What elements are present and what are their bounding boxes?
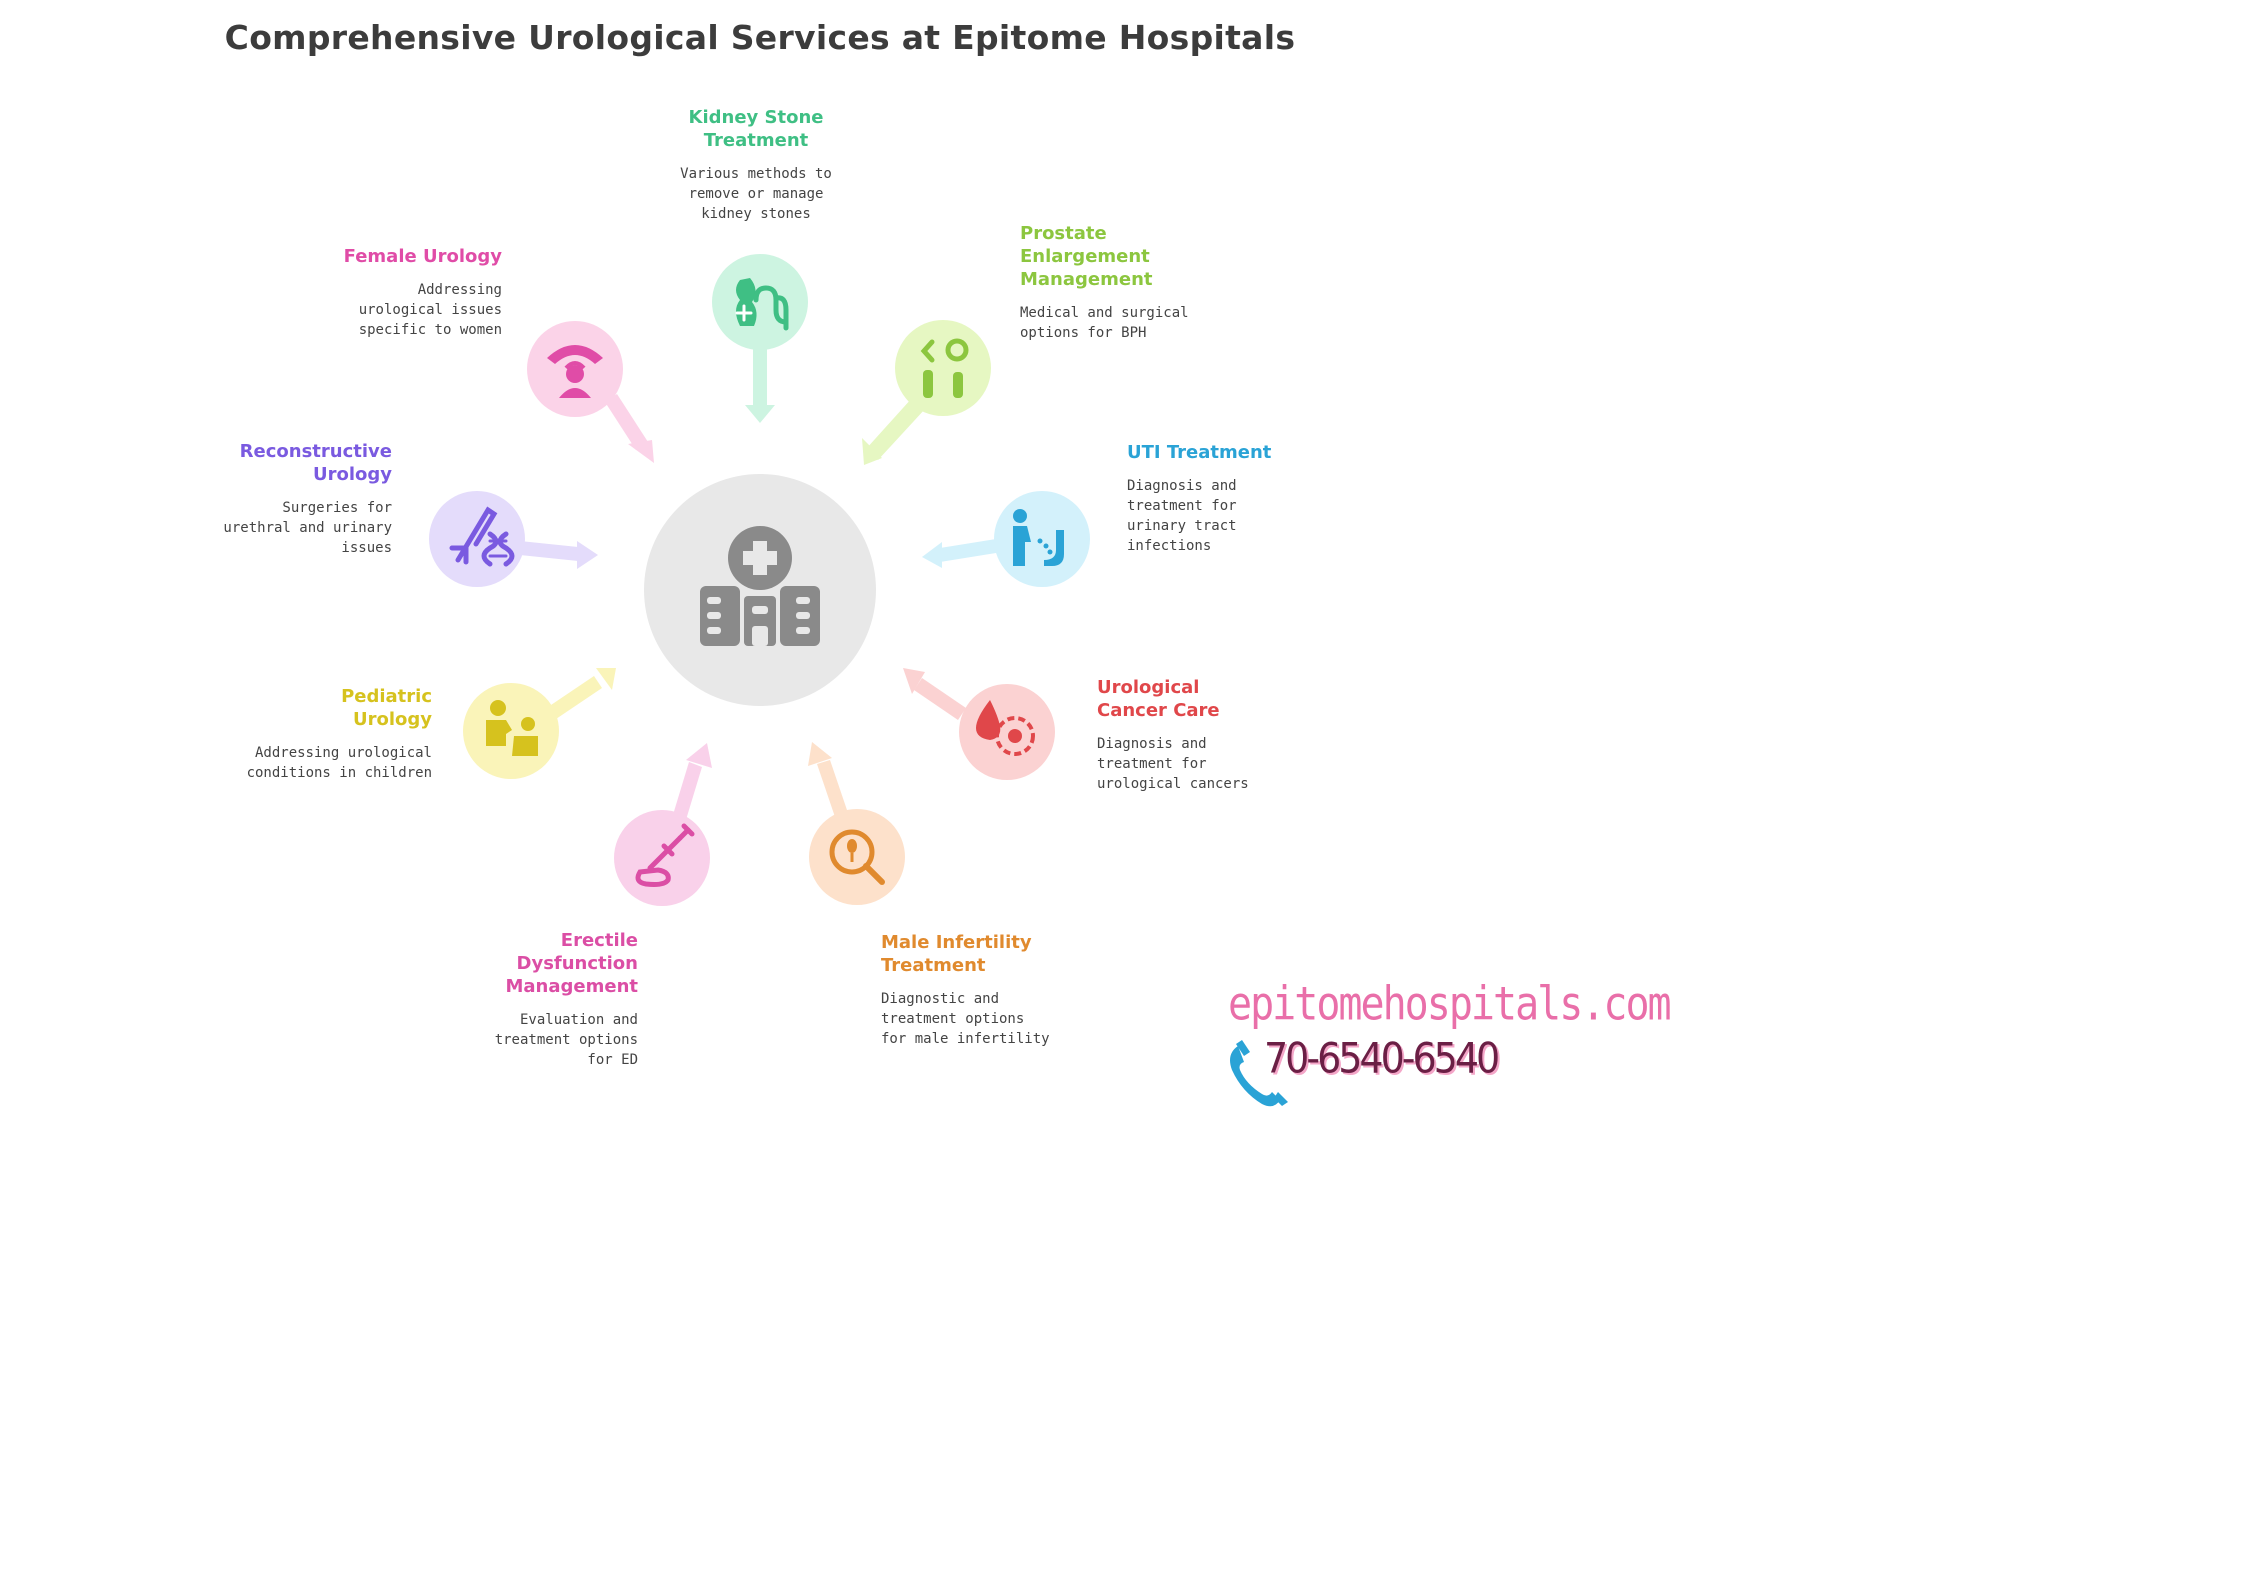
- node-uti: [994, 491, 1090, 587]
- node-reconstructive: [429, 491, 525, 587]
- kidney-stethoscope-icon: [735, 278, 789, 331]
- dna-surgery-icon: [449, 506, 515, 567]
- services-diagram: [429, 254, 1288, 1107]
- node-cancer: [959, 684, 1055, 780]
- arrow-reconstructive: [520, 541, 598, 569]
- node-prostate: [895, 320, 991, 416]
- node-erectile: [614, 810, 710, 906]
- phone-icon: [1230, 1040, 1288, 1107]
- node-infertility: [809, 809, 905, 905]
- urinating-person-icon: [1013, 509, 1064, 566]
- hospital-icon: [700, 526, 820, 646]
- parent-child-icon: [486, 700, 538, 756]
- female-doctor-icon: [547, 345, 603, 398]
- arrow-pediatric: [548, 668, 616, 719]
- arrow-cancer: [903, 668, 966, 720]
- service-title: Female Urology: [343, 246, 502, 267]
- surgical-instruments-icon: [920, 338, 969, 398]
- arrow-uti: [922, 539, 996, 568]
- center-node: [644, 474, 876, 706]
- node-pediatric: [463, 683, 559, 779]
- service-title: UTI Treatment: [1127, 442, 1272, 463]
- arrow-kidney: [745, 345, 775, 423]
- arrow-prostate: [862, 398, 925, 465]
- node-female: [527, 321, 623, 417]
- arrow-erectile: [672, 743, 712, 823]
- page-title: Comprehensive Urological Services at Epi…: [224, 18, 1296, 57]
- blood-drop-cell-icon: [976, 700, 1035, 756]
- arrow-infertility: [808, 742, 848, 817]
- syringe-icon: [635, 823, 695, 887]
- arrows: [520, 345, 996, 823]
- node-kidney: [712, 254, 808, 350]
- arrow-female: [605, 394, 654, 463]
- website-link[interactable]: epitomehospitals.com: [1228, 978, 1672, 1031]
- magnifier-sperm-icon: [829, 829, 885, 885]
- phone-number[interactable]: 70-6540-6540: [1264, 1034, 1500, 1083]
